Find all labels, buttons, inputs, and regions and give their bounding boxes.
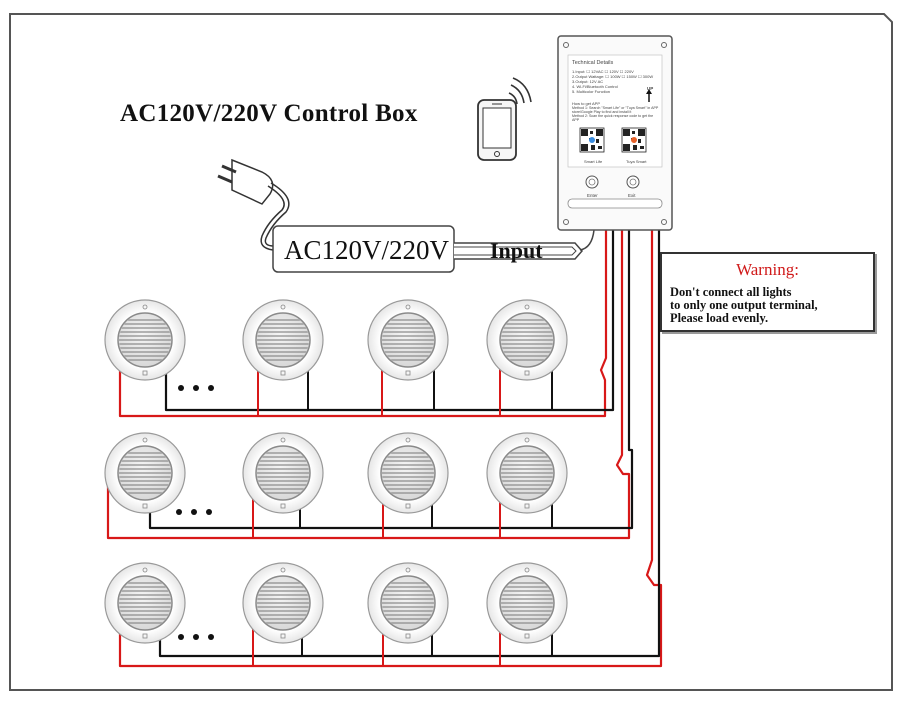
qr-code-tuya-smart: [621, 127, 647, 153]
power-plug-icon: [217, 158, 290, 251]
app-line: How to get APP: [572, 101, 601, 106]
warning-box: Warning: Don't connect all lights to onl…: [660, 252, 875, 332]
input-label: Input: [490, 238, 543, 263]
exit-button-icon: [626, 175, 640, 189]
tech-line: 1.Input: ☐ 12VAC ☐ 120V ☐ 220V: [572, 69, 634, 74]
tech-line: 5. Multicolor Function: [572, 89, 611, 94]
technical-details-title: Technical Details: [572, 60, 614, 66]
lamp-row-1: [105, 300, 567, 380]
tech-line: 2.Output Wattage: ☐ 100W ☐ 150W ☐ 300W: [572, 74, 654, 79]
enter-label: Enter: [587, 193, 598, 198]
app-line: APP: [572, 118, 580, 122]
wifi-signal-icon: [508, 77, 532, 105]
app-line: Method 1: Search "Smart Life" or "Tuya S…: [572, 106, 659, 110]
qr-code-smart-life: [579, 127, 605, 153]
plug-voltage-label: AC120V/220V: [284, 235, 450, 265]
lamp-row-2: [105, 433, 567, 513]
enter-button-icon: [585, 175, 599, 189]
warning-title: Warning:: [736, 260, 799, 279]
diagram-title: AC120V/220V Control Box: [120, 100, 418, 127]
smartphone-icon: [477, 99, 517, 161]
up-label: UP: [647, 86, 654, 91]
app-line: store/Google Play to find and install it: [572, 110, 632, 114]
app-line: Method 2: Scan the quick response code t…: [572, 114, 654, 118]
tuya-smart-label: Tuya Smart: [626, 159, 647, 164]
warning-body: Don't connect all lights to only one out…: [670, 285, 818, 325]
smart-life-label: Smart Life: [584, 159, 603, 164]
lamp-row-3: [105, 563, 567, 643]
tech-line: 4. Wi-Fi/Bluetooth Control: [572, 84, 618, 89]
control-box: [557, 35, 673, 231]
tech-line: 3.Output: 12V AC: [572, 79, 604, 84]
exit-label: Exit: [628, 193, 636, 198]
